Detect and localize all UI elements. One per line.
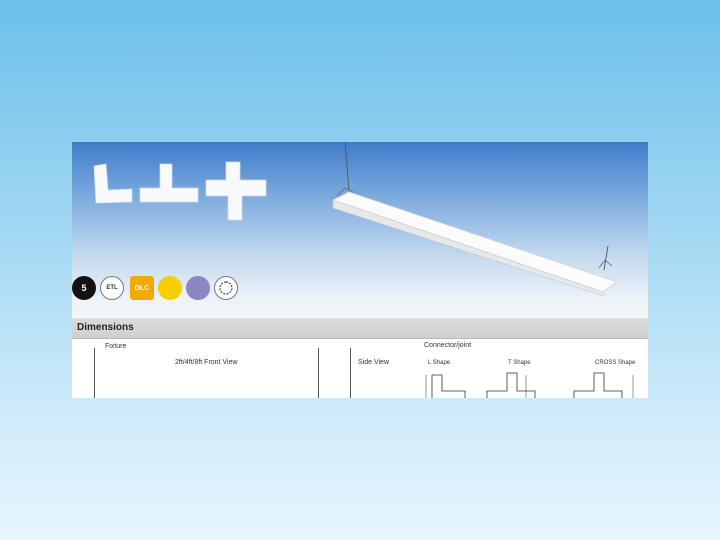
dimensions-drawings: Fixture 2ft/4ft/8ft Front View Side View…: [72, 339, 648, 398]
yellow-mark-icon: [158, 276, 182, 300]
dlc-icon: DLC: [130, 276, 154, 300]
dlc-label: DLC: [134, 284, 150, 292]
connector-drawings: [425, 372, 634, 398]
fixture-label: Fixture: [105, 343, 127, 350]
side-view-label: Side View: [358, 359, 390, 366]
warranty-years: 5: [81, 282, 87, 293]
t-shape-connector: [139, 163, 199, 203]
divider-right: [350, 348, 351, 398]
divider-left: [94, 348, 95, 398]
etl-icon: ETL: [100, 276, 124, 300]
divider-middle: [318, 348, 319, 398]
warranty-5-year-icon: 5: [72, 276, 96, 300]
dimensions-header: Dimensions: [72, 318, 648, 339]
cross-shape-connector: [205, 161, 267, 221]
l-shape-label: L Shape: [428, 360, 451, 366]
cross-shape-label: CROSS Shape: [595, 360, 636, 366]
t-shape-label: T Shape: [508, 360, 531, 366]
purple-mark-icon: [186, 276, 210, 300]
linear-fixture-image: [331, 142, 618, 297]
front-view-label: 2ft/4ft/8ft Front View: [175, 359, 238, 366]
dimensions-title: Dimensions: [77, 322, 134, 333]
l-shape-connector: [93, 163, 133, 204]
connector-label: Connector/joint: [424, 342, 472, 349]
product-hero: 5 ETL DLC: [72, 142, 648, 318]
etl-label: ETL: [106, 284, 118, 291]
spec-sheet: 5 ETL DLC Dimensions Fixture 2ft/4ft/8ft…: [72, 142, 648, 398]
dimmable-icon: [214, 276, 238, 300]
